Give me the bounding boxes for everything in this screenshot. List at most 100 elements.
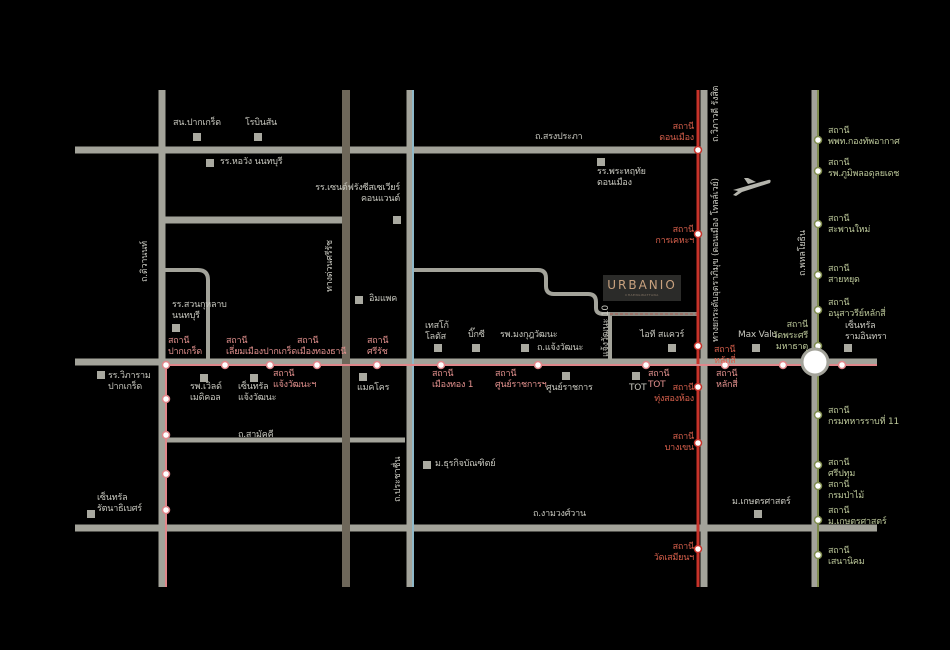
place-label: เซ็นทรัล รัตนาธิเบศร์ xyxy=(97,493,142,514)
place-marker-icon[interactable] xyxy=(250,374,258,382)
pink-line-station-dot[interactable] xyxy=(220,360,230,370)
red-line-station-dot[interactable] xyxy=(693,544,703,554)
place-marker-icon[interactable] xyxy=(254,133,262,141)
pink-line-station-label: สถานี TOT xyxy=(648,369,670,390)
red-line-station-label: สถานี วัดเสมียนฯ xyxy=(653,542,694,563)
place-label: รร.พระหฤทัย ดอนเมือง xyxy=(597,167,646,188)
pink-line-station-dot[interactable] xyxy=(161,394,171,404)
place-marker-icon[interactable] xyxy=(172,324,180,332)
green-line-station-dot[interactable] xyxy=(813,481,823,491)
green-line-station-dot[interactable] xyxy=(813,515,823,525)
green-line-station-dot[interactable] xyxy=(813,219,823,229)
pink-line-station-dot[interactable] xyxy=(720,360,730,370)
road-label: แจ้งวัฒนะ 10 xyxy=(601,305,611,357)
place-marker-icon[interactable] xyxy=(597,158,605,166)
place-marker-icon[interactable] xyxy=(97,371,105,379)
pink-line-station-dot[interactable] xyxy=(161,360,171,370)
green-line-station-label: สถานี ม.เกษตรศาสตร์ xyxy=(828,506,887,527)
red-line-station-dot[interactable] xyxy=(693,382,703,392)
green-line-station-dot[interactable] xyxy=(813,166,823,176)
place-marker-icon[interactable] xyxy=(752,344,760,352)
pink-line-station-dot[interactable] xyxy=(161,469,171,479)
red-line-station-dot[interactable] xyxy=(693,229,703,239)
place-marker-icon[interactable] xyxy=(393,216,401,224)
red-line-station-dot[interactable] xyxy=(693,145,703,155)
place-label: บิ๊กซี xyxy=(468,330,485,340)
pink-line-station-dot[interactable] xyxy=(312,360,322,370)
green-line-station-label: สถานี รพ.ภูมิพลอดุลยเดช xyxy=(828,158,900,179)
pink-line-station-dot[interactable] xyxy=(533,360,543,370)
pink-line-station-dot[interactable] xyxy=(778,360,788,370)
place-label: รพ.เวิลด์ เมดิคอล xyxy=(190,382,222,403)
place-marker-icon[interactable] xyxy=(193,133,201,141)
place-marker-icon[interactable] xyxy=(472,344,480,352)
pink-line-station-dot[interactable] xyxy=(372,360,382,370)
place-label: ศูนย์ราชการ xyxy=(546,383,593,393)
pink-line-station-label: สถานี เมืองทอง 1 xyxy=(432,369,474,390)
place-marker-icon[interactable] xyxy=(668,344,676,352)
place-marker-icon[interactable] xyxy=(754,510,762,518)
logo-subtitle: CHAENGWATTANA xyxy=(625,293,659,297)
road-label: ถ.พหลโยธิน xyxy=(798,230,808,276)
place-marker-icon[interactable] xyxy=(355,296,363,304)
pink-line-station-dot[interactable] xyxy=(837,360,847,370)
green-line-station-label: สถานี อนุสาวรีย์หลักสี่ xyxy=(828,298,886,319)
place-label: เซ็นทรัล แจ้งวัฒนะ xyxy=(238,382,277,403)
place-marker-icon[interactable] xyxy=(87,510,95,518)
place-label: โรบินสัน xyxy=(245,118,277,128)
place-marker-icon[interactable] xyxy=(423,461,431,469)
green-line-station-dot[interactable] xyxy=(813,460,823,470)
green-line-station-label: สถานี วัดพระศรี มหาธาตุ xyxy=(772,320,808,352)
place-marker-icon[interactable] xyxy=(844,344,852,352)
place-marker-icon[interactable] xyxy=(434,344,442,352)
green-line-station-dot[interactable] xyxy=(813,410,823,420)
pink-line-station-label: สถานี เลี่ยมเมืองปากเกร็ด xyxy=(226,336,298,357)
road-label: ทางด่วนศรีรัช xyxy=(325,240,335,292)
place-label: ม.ธุรกิจบัณฑิตย์ xyxy=(435,459,496,469)
pink-line-station-label: สถานี หลักสี่ xyxy=(716,369,738,390)
pink-line-station-label: สถานี เมืองทองธานี xyxy=(297,336,347,357)
green-line-station-dot[interactable] xyxy=(813,135,823,145)
green-line-station-dot[interactable] xyxy=(813,305,823,315)
road-label: ถ.งามวงศ์วาน xyxy=(533,509,586,519)
green-line-station-label: สถานี ศรีปทุม xyxy=(828,458,856,479)
pink-line-station-dot[interactable] xyxy=(265,360,275,370)
red-line-station-label: สถานี หลักสี่ xyxy=(714,345,736,366)
red-line-station-dot[interactable] xyxy=(693,341,703,351)
pink-line-station-dot[interactable] xyxy=(161,505,171,515)
road-label: ถ.ประชาชื่น xyxy=(393,456,403,502)
red-line-station-dot[interactable] xyxy=(693,438,703,448)
roads xyxy=(75,90,877,587)
pink-line-station-dot[interactable] xyxy=(161,430,171,440)
road-curve-project xyxy=(413,268,610,316)
pink-line-station-label: สถานี ศูนย์ราชการฯ xyxy=(495,369,547,390)
place-marker-icon[interactable] xyxy=(562,372,570,380)
road-curve-left xyxy=(165,268,210,362)
pink-line-station-label: สถานี ปากเกร็ด xyxy=(168,336,203,357)
road-label: ถ.แจ้งวัฒนะ xyxy=(537,343,584,353)
place-label: รร.สวนกุหลาบ นนทบุรี xyxy=(172,300,227,321)
pink-line-station-dot[interactable] xyxy=(641,360,651,370)
place-label: TOT xyxy=(629,383,647,393)
place-label: รร.วิภาราม ปากเกร็ด xyxy=(108,371,151,392)
red-line-station-label: สถานี การเคหะฯ xyxy=(655,225,694,246)
place-marker-icon[interactable] xyxy=(200,374,208,382)
red-line-station-label: สถานี ดอนเมือง xyxy=(659,122,694,143)
pink-line-station-dot[interactable] xyxy=(436,360,446,370)
place-label: เซ็นทรัล รามอินทรา xyxy=(845,321,887,342)
place-marker-icon[interactable] xyxy=(206,159,214,167)
place-marker-icon[interactable] xyxy=(359,373,367,381)
place-label: Max Valu xyxy=(738,330,778,340)
green-line-station-dot[interactable] xyxy=(813,270,823,280)
project-logo-urbanio[interactable]: URBANIO CHAENGWATTANA xyxy=(603,275,681,301)
road-label: ถ.วิภาวดี รังสิต xyxy=(711,85,721,142)
green-line-station-label: สถานี พพท.กองทัพอากาศ xyxy=(828,126,900,147)
place-marker-icon[interactable] xyxy=(521,344,529,352)
place-label: เทสโก้ โลตัส xyxy=(425,321,449,342)
place-marker-icon[interactable] xyxy=(632,372,640,380)
green-line-station-dot[interactable] xyxy=(813,550,823,560)
road-label: ถ.สามัคคี xyxy=(238,430,274,440)
pink-line-station-label: สถานี แจ้งวัฒนะฯ xyxy=(273,369,317,390)
